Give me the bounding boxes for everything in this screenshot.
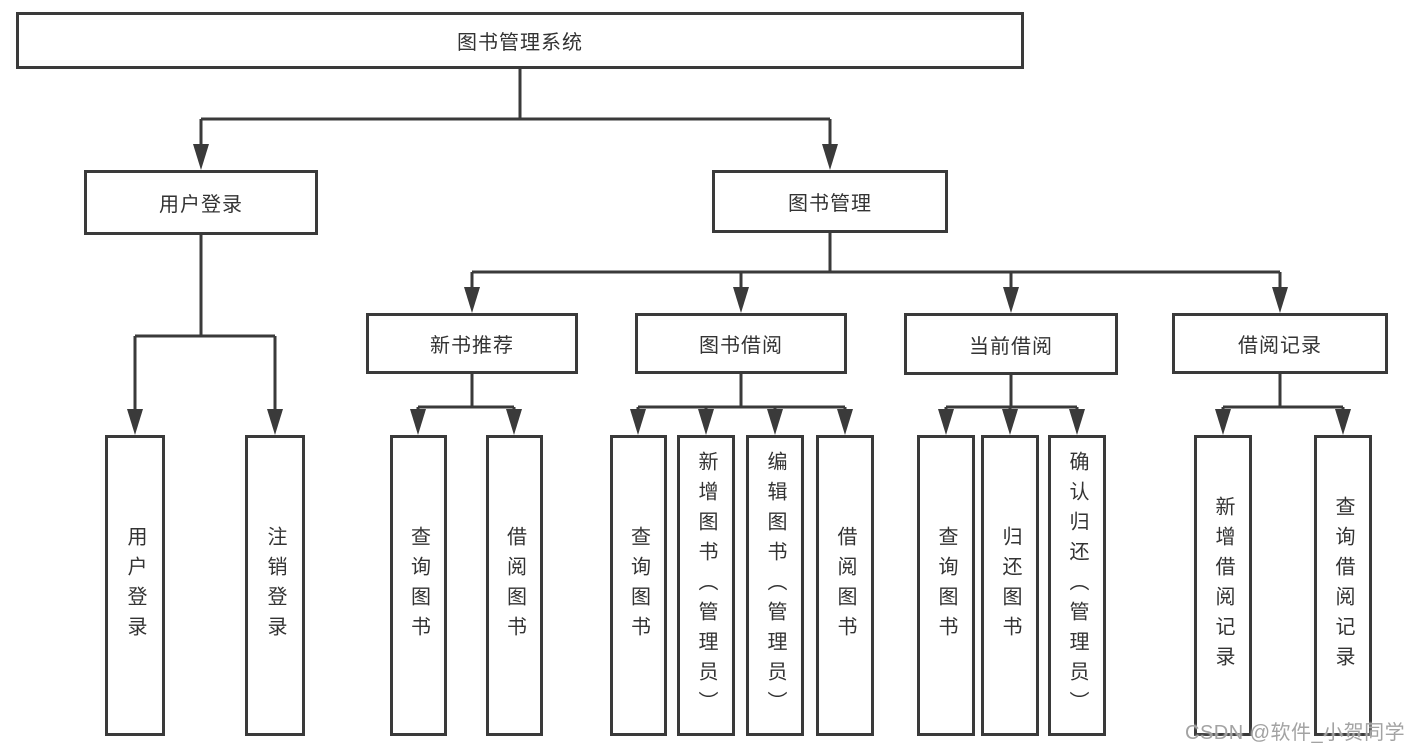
node-borrow-records: 借阅记录 <box>1172 313 1388 374</box>
node-add-borrow-record: 新增借阅记录 <box>1194 435 1252 736</box>
node-label: 当前借阅 <box>969 335 1053 358</box>
node-label: 图书管理 <box>788 193 872 215</box>
node-label: 查询图书 <box>627 525 650 646</box>
node-user-login-action: 用户登录 <box>105 435 165 736</box>
node-book-borrow: 图书借阅 <box>635 313 847 374</box>
watermark: CSDN @软件_小贺同学 <box>1185 722 1405 744</box>
node-logout-action: 注销登录 <box>245 435 305 736</box>
node-add-books-admin: 新增图书（管理员） <box>677 435 735 736</box>
node-book-management: 图书管理 <box>712 170 948 233</box>
node-label: 查询图书 <box>407 525 430 646</box>
node-label: 借阅图书 <box>503 525 526 646</box>
node-query-books-recommend: 查询图书 <box>390 435 447 736</box>
node-label: 图书借阅 <box>699 335 783 357</box>
node-label: 图书管理系统 <box>457 32 583 54</box>
node-label: 查询图书 <box>935 525 957 646</box>
node-borrow-books: 借阅图书 <box>816 435 874 736</box>
node-label: 新增图书（管理员） <box>695 450 717 721</box>
node-label: 新增借阅记录 <box>1212 495 1234 676</box>
node-label: 确认归还（管理员） <box>1066 450 1088 721</box>
node-label: 新书推荐 <box>430 335 514 357</box>
node-label: 注销登录 <box>264 525 286 646</box>
node-confirm-return-admin: 确认归还（管理员） <box>1048 435 1106 736</box>
node-user-login: 用户登录 <box>84 170 318 235</box>
node-label: 用户登录 <box>159 194 243 216</box>
node-edit-books-admin: 编辑图书（管理员） <box>746 435 804 736</box>
node-library-system: 图书管理系统 <box>16 12 1024 69</box>
node-label: 编辑图书（管理员） <box>764 450 786 721</box>
node-label: 用户登录 <box>124 525 146 646</box>
node-current-borrow: 当前借阅 <box>904 313 1118 375</box>
node-return-books: 归还图书 <box>981 435 1039 736</box>
node-label: 借阅记录 <box>1238 335 1322 357</box>
node-query-borrow-record: 查询借阅记录 <box>1314 435 1372 736</box>
node-label: 借阅图书 <box>834 525 856 646</box>
node-borrow-books-recommend: 借阅图书 <box>486 435 543 736</box>
node-new-book-recommend: 新书推荐 <box>366 313 578 374</box>
node-label: 查询借阅记录 <box>1332 495 1354 676</box>
node-label: 归还图书 <box>999 525 1021 646</box>
node-query-books-current: 查询图书 <box>917 435 975 736</box>
node-query-books-borrow: 查询图书 <box>610 435 667 736</box>
